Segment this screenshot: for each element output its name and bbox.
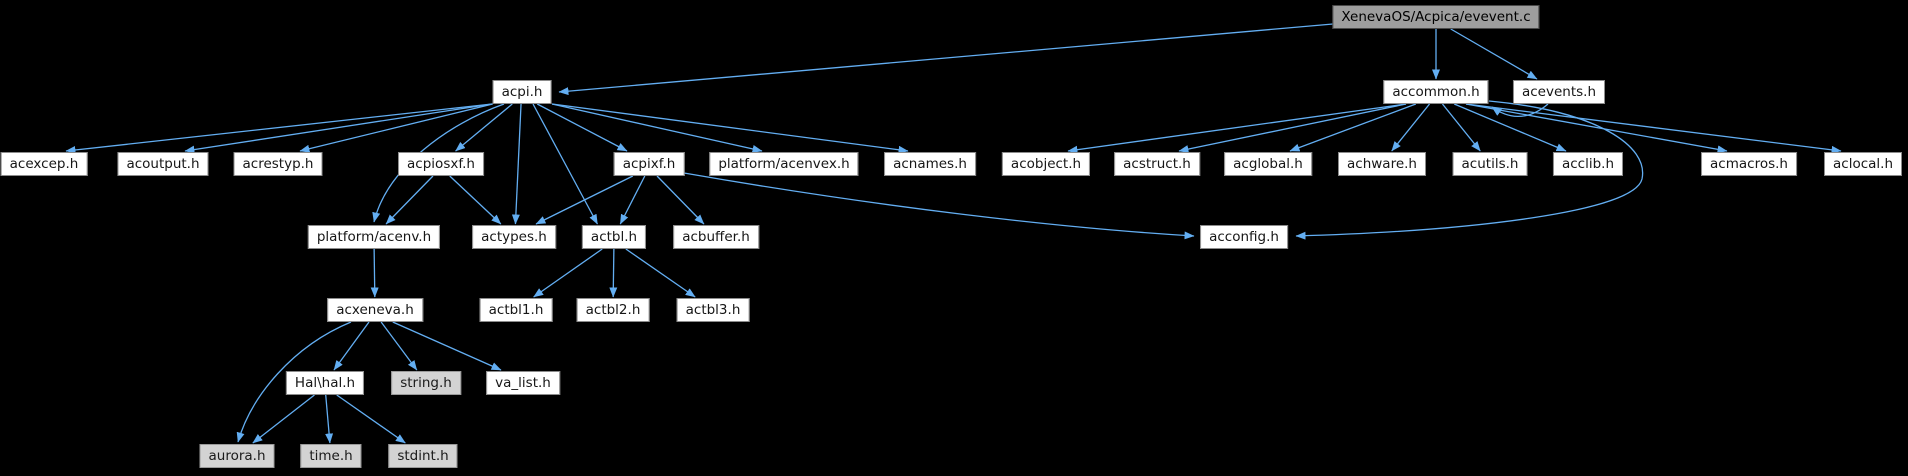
graph-node-acevents-h[interactable]: acevents.h <box>1512 80 1606 104</box>
edge-acpi-h-to-acenvex-h <box>551 103 763 153</box>
graph-node-accommon-h[interactable]: accommon.h <box>1383 80 1489 104</box>
edge-accommon-h-to-aclocal-h <box>1465 103 1842 154</box>
edge-acpi-h-to-actbl-h <box>532 103 599 225</box>
edge-acpiosxf-h-to-acenv-h <box>385 175 434 225</box>
edge-accommon-h-to-acutils-h <box>1441 103 1481 152</box>
graph-node-acmacros-h[interactable]: acmacros.h <box>1701 152 1797 176</box>
edge-acpi-h-to-acenv-h <box>372 103 505 223</box>
edge-actbl-h-to-actbl1-h <box>533 248 603 298</box>
edge-accommon-h-to-achware-h <box>1391 103 1431 152</box>
edge-hal-h-to-stdint-h <box>336 394 406 444</box>
edge-hal-h-to-time-h <box>325 394 334 444</box>
edge-acpiosxf-h-to-actypes-h <box>449 175 502 225</box>
edge-acenv-h-to-acxeneva-h <box>370 248 379 298</box>
edge-acxeneva-h-to-aurora-h <box>236 321 352 443</box>
edge-acpixf-h-to-acconfig-h <box>683 172 1195 240</box>
edge-accommon-h-to-acobject-h <box>1067 103 1407 154</box>
graph-node-actbl2-h[interactable]: actbl2.h <box>576 298 650 322</box>
graph-node-acnames-h[interactable]: acnames.h <box>884 152 976 176</box>
graph-node-time-h[interactable]: time.h <box>300 444 362 468</box>
graph-node-aurora-h[interactable]: aurora.h <box>199 444 275 468</box>
edge-accommon-h-to-acclib-h <box>1453 103 1567 152</box>
graph-node-evevent-c: XenevaOS/Acpica/evevent.c <box>1332 5 1540 29</box>
edge-accommon-h-to-acconfig-h <box>1295 100 1644 240</box>
graph-node-acconfig-h[interactable]: acconfig.h <box>1200 225 1288 249</box>
edge-actbl-h-to-actbl3-h <box>625 248 696 298</box>
graph-node-acenv-h[interactable]: platform/acenv.h <box>307 225 441 249</box>
graph-node-acutils-h[interactable]: acutils.h <box>1452 152 1528 176</box>
graph-node-acrestyp-h[interactable]: acrestyp.h <box>233 152 323 176</box>
graph-node-acobject-h[interactable]: acobject.h <box>1001 152 1091 176</box>
graph-node-acglobal-h[interactable]: acglobal.h <box>1224 152 1312 176</box>
edge-accommon-h-to-acstruct-h <box>1178 103 1407 153</box>
graph-node-va-list-h[interactable]: va_list.h <box>486 371 560 395</box>
edge-acpixf-h-to-actbl-h <box>619 175 646 225</box>
edge-evevent-c-to-acevents-h <box>1450 28 1538 80</box>
edge-acpi-h-to-acpiosxf-h <box>455 103 513 152</box>
edge-acpixf-h-to-acbuffer-h <box>656 175 705 225</box>
graph-node-acpiosxf-h[interactable]: acpiosxf.h <box>398 152 484 176</box>
graph-node-hal-h[interactable]: Hal\hal.h <box>285 371 365 395</box>
graph-node-acenvex-h[interactable]: platform/acenvex.h <box>709 152 859 176</box>
graph-node-acstruct-h[interactable]: acstruct.h <box>1114 152 1200 176</box>
edge-acpixf-h-to-actypes-h <box>535 175 634 225</box>
graph-node-acbuffer-h[interactable]: acbuffer.h <box>673 225 759 249</box>
graph-node-acpi-h[interactable]: acpi.h <box>492 80 552 104</box>
edge-actbl-h-to-actbl2-h <box>609 248 618 298</box>
graph-node-acpixf-h[interactable]: acpixf.h <box>613 152 685 176</box>
edge-accommon-h-to-acglobal-h <box>1289 103 1417 152</box>
graph-node-actbl1-h[interactable]: actbl1.h <box>479 298 553 322</box>
graph-node-string-h[interactable]: string.h <box>391 371 461 395</box>
edge-acpi-h-to-acpixf-h <box>536 103 628 152</box>
graph-node-achware-h[interactable]: achware.h <box>1338 152 1426 176</box>
edge-evevent-c-to-acpi-h <box>558 23 1334 96</box>
graph-node-actypes-h[interactable]: actypes.h <box>472 225 556 249</box>
edge-acxeneva-h-to-hal-h <box>333 321 370 371</box>
edge-acpi-h-to-acoutput-h <box>184 103 493 154</box>
edge-acpi-h-to-acrestyp-h <box>299 103 493 153</box>
graph-node-acoutput-h[interactable]: acoutput.h <box>117 152 209 176</box>
edge-acpi-h-to-acnames-h <box>551 103 909 154</box>
edge-acpi-h-to-actypes-h <box>511 103 522 225</box>
edge-hal-h-to-aurora-h <box>252 394 315 444</box>
graph-node-acclib-h[interactable]: acclib.h <box>1552 152 1624 176</box>
graph-node-acxeneva-h[interactable]: acxeneva.h <box>327 298 423 322</box>
edge-acxeneva-h-to-va-list-h <box>392 321 502 371</box>
graph-node-actbl3-h[interactable]: actbl3.h <box>676 298 750 322</box>
edge-acxeneva-h-to-string-h <box>380 321 418 371</box>
graph-node-acexcep-h[interactable]: acexcep.h <box>0 152 88 176</box>
edge-accommon-h-to-acmacros-h <box>1465 103 1728 154</box>
edge-acpi-h-to-acexcep-h <box>65 103 493 154</box>
graph-node-aclocal-h[interactable]: aclocal.h <box>1824 152 1902 176</box>
graph-node-stdint-h[interactable]: stdint.h <box>388 444 458 468</box>
graph-node-actbl-h[interactable]: actbl.h <box>581 225 647 249</box>
